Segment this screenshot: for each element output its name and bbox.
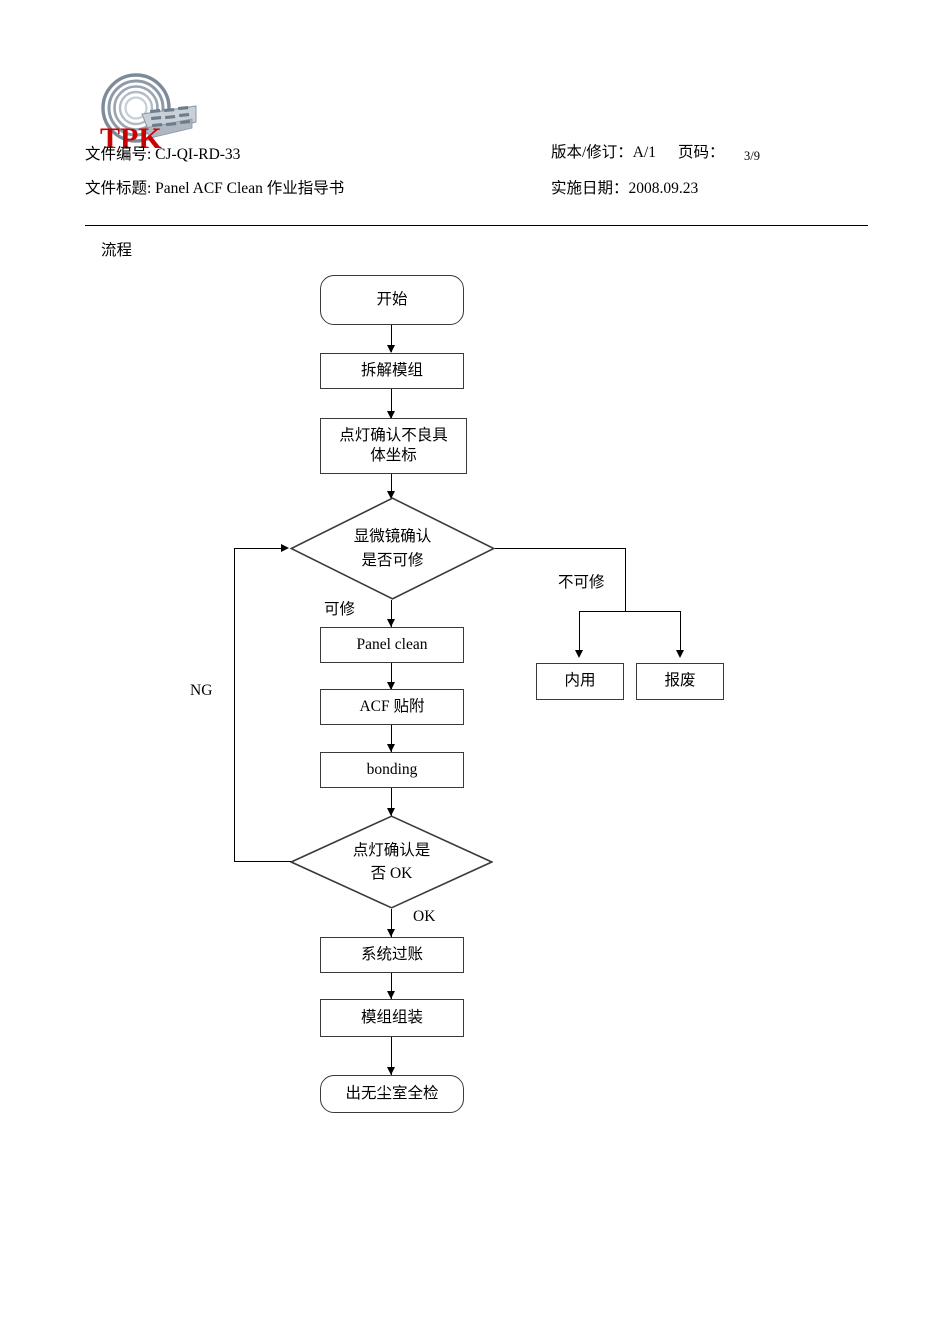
effective-date: 实施日期：2008.09.23 xyxy=(551,180,699,197)
section-heading-process: 流程 xyxy=(101,242,133,259)
document-number: 文件编号: CJ-QI-RD-33 xyxy=(85,146,241,163)
edge-notrepairable-vertical xyxy=(625,548,627,612)
edge-label-not-repairable: 不可修 xyxy=(558,574,605,591)
flow-node-system-posting: 系统过账 xyxy=(320,937,464,973)
company-logo: TPK xyxy=(92,66,200,158)
arrow-decision1-to-panelclean xyxy=(387,619,395,627)
flow-node-module-assembly: 模组组装 xyxy=(320,999,464,1037)
arrow-assembly-to-cleanroom xyxy=(387,1067,395,1075)
flow-decision-lightup-ok: 点灯确认是 否 OK xyxy=(290,815,493,909)
edge-decision2-ng-horizontal xyxy=(234,861,291,863)
arrow-ng-into-decision1 xyxy=(281,544,289,552)
logo-wordmark: TPK xyxy=(100,122,162,155)
edge-label-ok: OK xyxy=(413,908,436,925)
arrow-acf-to-bonding xyxy=(387,744,395,752)
flow-node-scrap: 报废 xyxy=(636,663,724,700)
flow-node-bonding: bonding xyxy=(320,752,464,788)
edge-acf-to-bonding xyxy=(391,725,393,752)
arrow-bonding-to-decision2 xyxy=(387,808,395,816)
arrow-to-scrap xyxy=(676,650,684,658)
edge-to-scrap xyxy=(680,611,682,656)
document-revision: 版本/修订：A/1 xyxy=(551,144,657,161)
flow-decision-repairable: 显微镜确认 是否可修 xyxy=(290,497,495,600)
edge-decision1-to-notrepairable xyxy=(495,548,626,550)
edge-decision2-to-posting xyxy=(391,909,393,937)
edge-notrepairable-split xyxy=(579,611,681,613)
edge-panelclean-to-acf xyxy=(391,663,393,690)
arrow-panelclean-to-acf xyxy=(387,682,395,690)
flow-node-cleanroom-full-inspection: 出无尘室全检 xyxy=(320,1075,464,1113)
document-title: 文件标题: Panel ACF Clean 作业指导书 xyxy=(85,180,345,197)
edge-start-to-disassemble xyxy=(391,325,393,352)
arrow-start-to-disassemble xyxy=(387,345,395,353)
edge-decision1-to-panelclean xyxy=(391,600,393,627)
edge-to-internal-use xyxy=(579,611,581,656)
page-label: 页码： xyxy=(678,144,725,161)
edge-assembly-to-cleanroom xyxy=(391,1037,393,1075)
arrow-coord-to-decision1 xyxy=(387,491,395,499)
edge-posting-to-assembly xyxy=(391,973,393,999)
flow-node-internal-use: 内用 xyxy=(536,663,624,700)
edge-coord-to-decision1 xyxy=(391,474,393,499)
edge-ng-to-decision1-horizontal xyxy=(234,548,284,550)
arrow-decision2-to-posting xyxy=(387,929,395,937)
edge-label-ng: NG xyxy=(190,682,213,699)
arrow-to-internal-use xyxy=(575,650,583,658)
edge-ng-rail-vertical xyxy=(234,548,236,862)
edge-disassemble-to-coord xyxy=(391,389,393,419)
arrow-posting-to-assembly xyxy=(387,991,395,999)
flow-node-start: 开始 xyxy=(320,275,464,325)
flow-node-panel-clean: Panel clean xyxy=(320,627,464,663)
flow-node-disassemble: 拆解模组 xyxy=(320,353,464,389)
header-divider xyxy=(85,225,868,226)
flow-node-lightup-coordinate: 点灯确认不良具 体坐标 xyxy=(320,418,467,474)
edge-label-repairable: 可修 xyxy=(324,601,356,618)
flow-node-acf-attach: ACF 贴附 xyxy=(320,689,464,725)
page-number: 3/9 xyxy=(744,149,760,163)
edge-bonding-to-decision2 xyxy=(391,788,393,816)
arrow-disassemble-to-coord xyxy=(387,411,395,419)
